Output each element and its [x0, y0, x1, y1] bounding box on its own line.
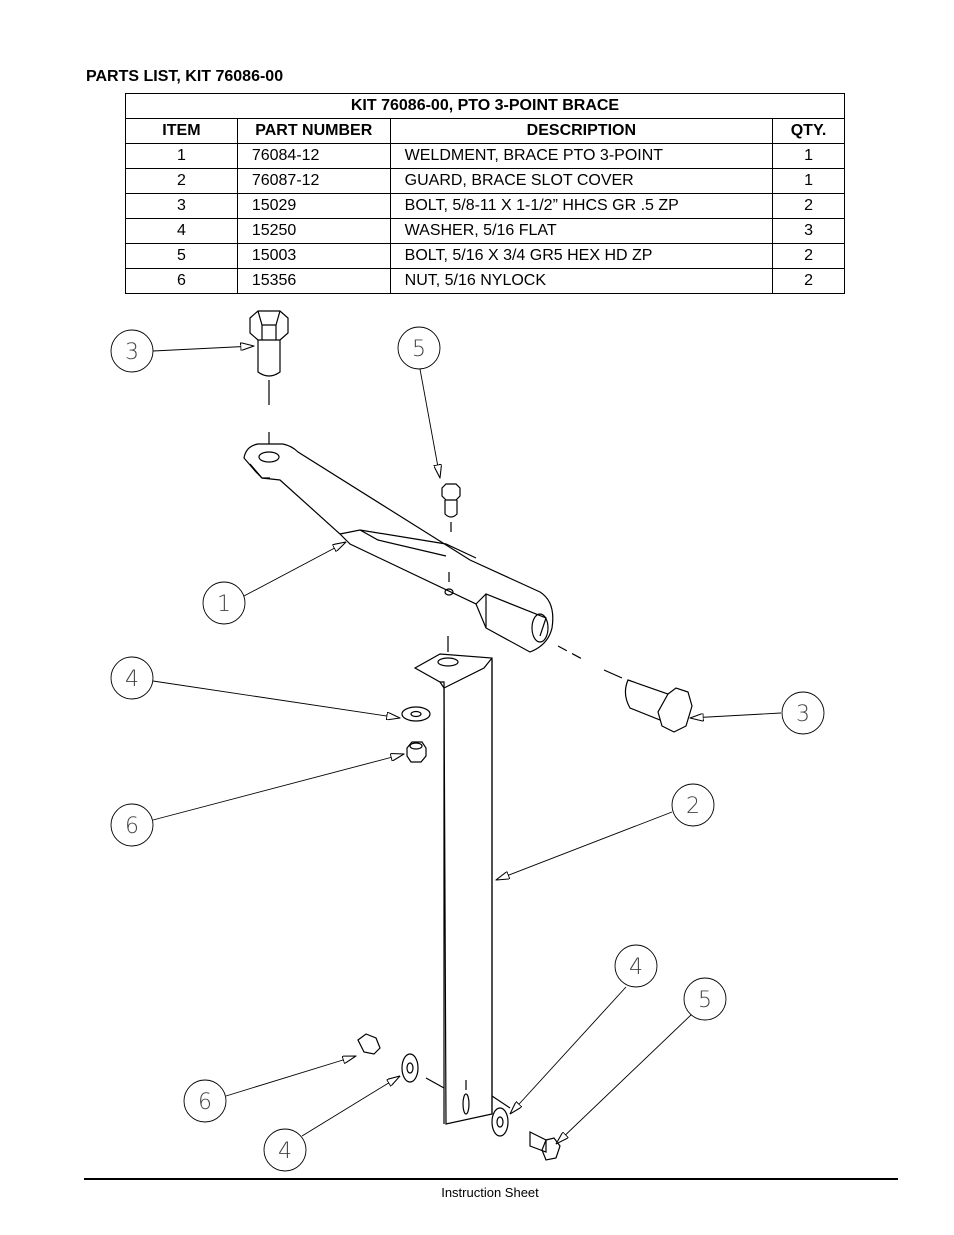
callout-label: 2	[686, 794, 700, 819]
header-description: DESCRIPTION	[389, 118, 774, 144]
cell-item: 6	[125, 268, 238, 294]
cell-part-number: 76084-12	[236, 143, 391, 169]
nut-lower-icon	[357, 1033, 381, 1055]
page-title: PARTS LIST, KIT 76086-00	[86, 68, 284, 85]
cell-description: GUARD, BRACE SLOT COVER	[389, 168, 774, 194]
parts-table: KIT 76086-00, PTO 3-POINT BRACE ITEM PAR…	[125, 93, 845, 294]
bolt-top-icon	[249, 310, 289, 444]
leader-lines	[152, 346, 782, 1144]
weldment-brace-icon	[243, 443, 585, 661]
table-row: 1 76084-12 WELDMENT, BRACE PTO 3-POINT 1	[125, 143, 845, 169]
callout-label: 3	[796, 702, 810, 727]
callout-label: 5	[412, 337, 426, 362]
callout-label: 4	[278, 1139, 292, 1164]
footer-divider	[84, 1178, 898, 1180]
cell-part-number: 76087-12	[236, 168, 391, 194]
cell-item: 4	[125, 218, 238, 244]
cell-item: 5	[125, 243, 238, 269]
cell-part-number: 15250	[236, 218, 391, 244]
cell-part-number: 15029	[236, 193, 391, 219]
bolt-small-top-icon	[441, 483, 461, 532]
bolt-small-lower-icon	[529, 1131, 561, 1161]
cell-qty: 1	[772, 168, 845, 194]
table-row: 2 76087-12 GUARD, BRACE SLOT COVER 1	[125, 168, 845, 194]
cell-description: WELDMENT, BRACE PTO 3-POINT	[389, 143, 774, 169]
callout-circles	[110, 326, 825, 1172]
table-row: 5 15003 BOLT, 5/16 X 3/4 GR5 HEX HD ZP 2	[125, 243, 845, 269]
cell-description: BOLT, 5/8-11 X 1-1/2” HHCS GR .5 ZP	[389, 193, 774, 219]
table-row: 6 15356 NUT, 5/16 NYLOCK 2	[125, 268, 845, 294]
table-row: 3 15029 BOLT, 5/8-11 X 1-1/2” HHCS GR .5…	[125, 193, 845, 219]
bolt-right-icon	[603, 669, 693, 733]
header-part-number: PART NUMBER	[236, 118, 391, 144]
table-caption: KIT 76086-00, PTO 3-POINT BRACE	[125, 93, 845, 119]
washer-lower-right-icon	[491, 1107, 509, 1137]
callout-label: 6	[198, 1090, 212, 1115]
callout-label: 5	[698, 988, 712, 1013]
washer-upper-icon	[401, 706, 431, 722]
table-row: 4 15250 WASHER, 5/16 FLAT 3	[125, 218, 845, 244]
footer-text: Instruction Sheet	[441, 1185, 539, 1200]
cell-description: WASHER, 5/16 FLAT	[389, 218, 774, 244]
header-item: ITEM	[125, 118, 238, 144]
callout-label: 4	[125, 667, 139, 692]
nut-upper-icon	[406, 741, 427, 763]
cell-item: 3	[125, 193, 238, 219]
callout-label: 1	[217, 592, 231, 617]
guard-slot-cover-icon	[413, 636, 511, 1125]
callout-label: 6	[125, 814, 139, 839]
callout-label: 4	[629, 955, 643, 980]
callout-label: 3	[125, 340, 139, 365]
cell-qty: 3	[772, 218, 845, 244]
cell-description: BOLT, 5/16 X 3/4 GR5 HEX HD ZP	[389, 243, 774, 269]
washer-lower-left-icon	[401, 1053, 419, 1083]
cell-description: NUT, 5/16 NYLOCK	[389, 268, 774, 294]
cell-qty: 2	[772, 268, 845, 294]
